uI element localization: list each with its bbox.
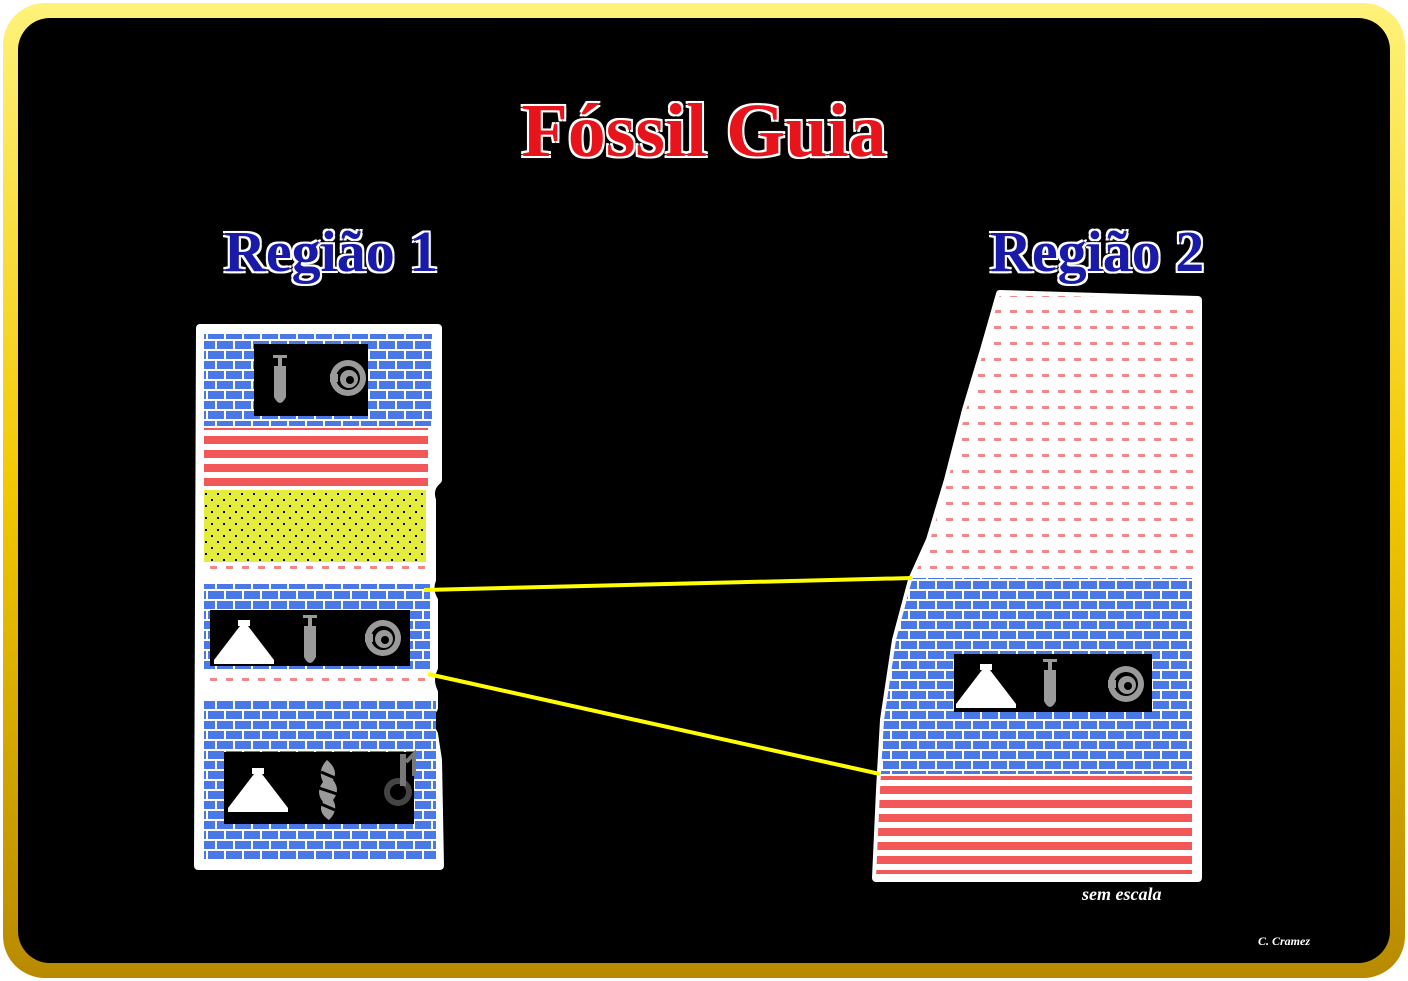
- region-2-label: Região 2: [990, 219, 1205, 284]
- ammonite-icon: [1108, 666, 1144, 702]
- scale-note: sem escala: [1082, 884, 1162, 904]
- fossil-panel-r2-middle: [954, 654, 1152, 712]
- fossil-panel-r1-middle: [210, 610, 410, 666]
- region-1-label: Região 1: [224, 219, 439, 284]
- author-credit: C. Cramez: [1258, 934, 1311, 948]
- page-title: Fóssil Guia: [521, 89, 887, 173]
- ammonite-icon: [365, 620, 401, 656]
- correlation-line-bottom: [427, 672, 881, 776]
- ammonite-icon: [330, 360, 366, 396]
- correlation-line-top: [423, 576, 913, 592]
- fossil-panel-r1-top: [254, 344, 368, 416]
- fossil-panel-r1-bottom: [224, 752, 416, 824]
